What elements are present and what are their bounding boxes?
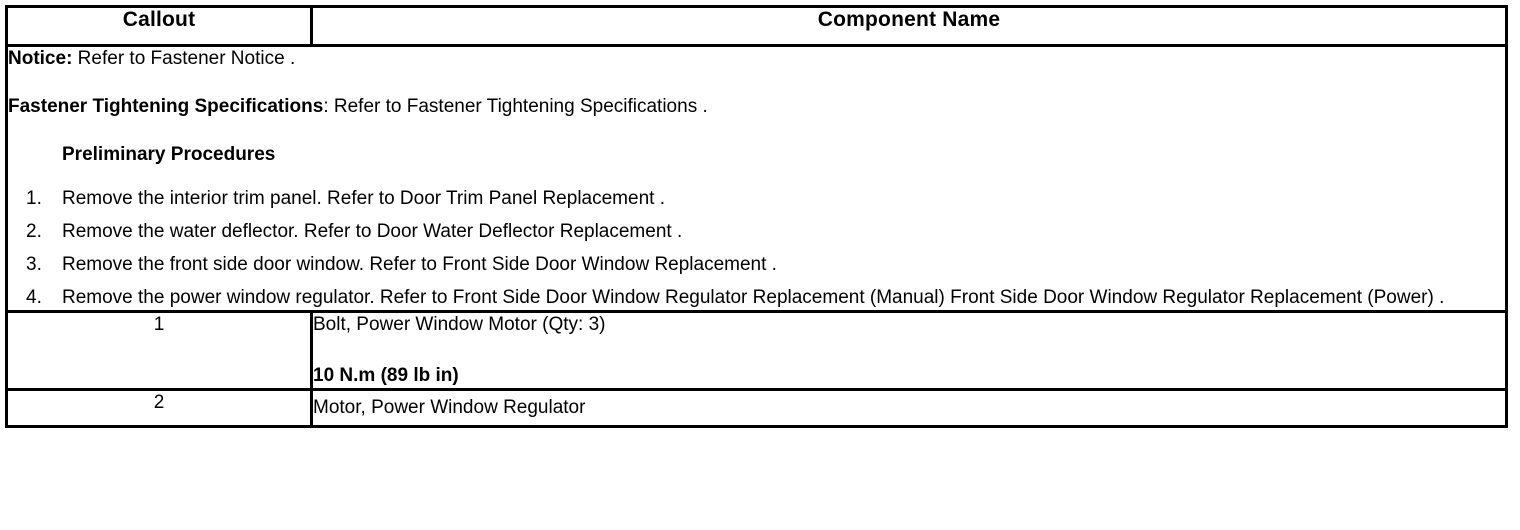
preliminary-procedures-row: Notice: Refer to Fastener Notice . Faste… <box>5 44 1508 313</box>
table-header-row: Callout Component Name <box>5 5 1508 47</box>
torque-spec: 10 N.m (89 lb in) <box>313 365 459 386</box>
preliminary-procedures-cell: Notice: Refer to Fastener Notice . Faste… <box>5 44 1508 313</box>
list-item: 4. Remove the power window regulator. Re… <box>8 286 1505 310</box>
component-description: Bolt, Power Window Motor (Qty: 3) <box>313 314 606 335</box>
preliminary-steps-list: 1. Remove the interior trim panel. Refer… <box>8 187 1505 310</box>
service-parts-table: Callout Component Name Notice: Refer to … <box>5 5 1508 428</box>
list-item: 3. Remove the front side door window. Re… <box>8 253 1505 277</box>
header-cell-callout: Callout <box>5 5 313 47</box>
fastener-spec-line: Fastener Tightening Specifications: Refe… <box>8 95 1505 119</box>
callout-number-cell: 2 <box>5 388 313 428</box>
header-label-component-name: Component Name <box>817 8 1001 31</box>
list-item-number: 2. <box>26 221 42 242</box>
fastener-spec-label: Fastener Tightening Specifications <box>8 96 324 117</box>
list-item: 1. Remove the interior trim panel. Refer… <box>8 187 1505 211</box>
component-name-cell: Bolt, Power Window Motor (Qty: 3) 10 N.m… <box>310 310 1508 391</box>
list-item-number: 4. <box>26 287 42 308</box>
list-item-text: Remove the water deflector. Refer to Doo… <box>62 221 683 242</box>
table-row: 1 Bolt, Power Window Motor (Qty: 3) 10 N… <box>5 310 1508 391</box>
component-name-cell: Motor, Power Window Regulator <box>310 388 1508 428</box>
header-cell-component-name: Component Name <box>310 5 1508 47</box>
header-label-callout: Callout <box>122 8 196 31</box>
fastener-notice-line: Notice: Refer to Fastener Notice . <box>8 47 1505 71</box>
fastener-notice-text: Refer to Fastener Notice . <box>72 48 296 69</box>
list-item-text: Remove the front side door window. Refer… <box>62 254 777 275</box>
fastener-notice-label: Notice: <box>8 48 73 69</box>
preliminary-procedures-heading: Preliminary Procedures <box>62 144 276 165</box>
list-item-text: Remove the power window regulator. Refer… <box>62 287 1445 308</box>
callout-number-cell: 1 <box>5 310 313 391</box>
list-item-text: Remove the interior trim panel. Refer to… <box>62 188 665 209</box>
list-item-number: 1. <box>26 188 42 209</box>
component-description: Motor, Power Window Regulator <box>313 397 586 418</box>
fastener-spec-text: : Refer to Fastener Tightening Specifica… <box>323 96 708 117</box>
list-item-number: 3. <box>26 254 42 275</box>
table-row: 2 Motor, Power Window Regulator <box>5 388 1508 428</box>
list-item: 2. Remove the water deflector. Refer to … <box>8 220 1505 244</box>
